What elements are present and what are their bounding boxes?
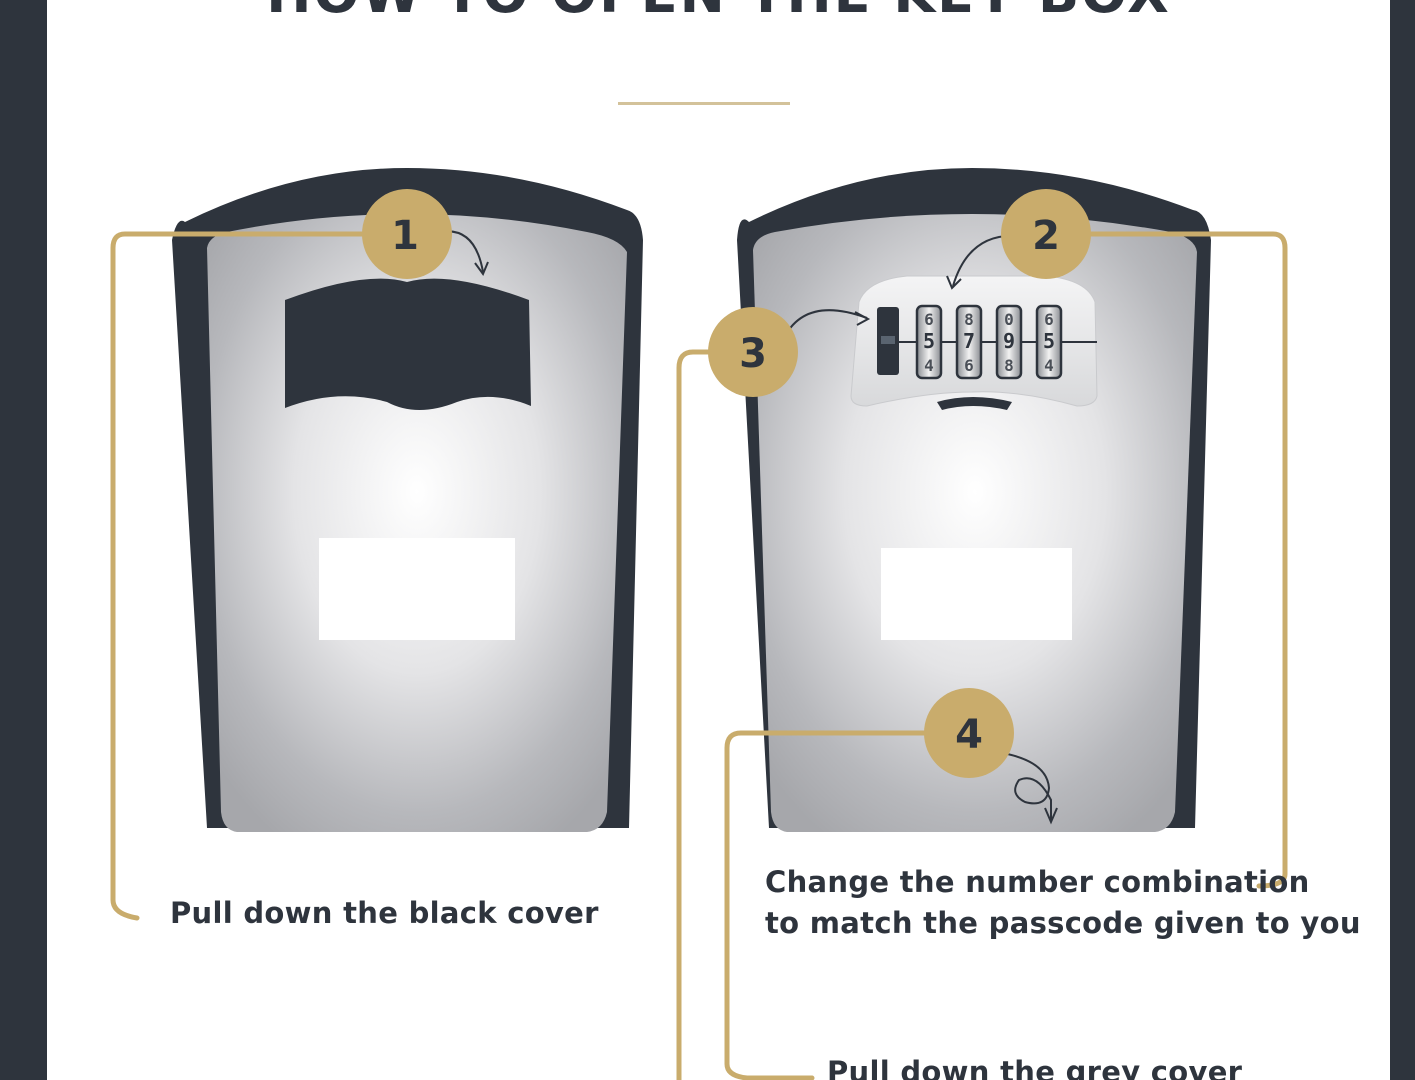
step-4-instruction: Pull down the grey cover [827, 1055, 1243, 1080]
lock-button-highlight [881, 336, 895, 344]
connector-step-3 [676, 349, 726, 1080]
step-number-1: 1 [391, 213, 419, 259]
infographic-page: HOW TO OPEN THE KEY BOX [47, 0, 1390, 1080]
label-plate-left [319, 538, 515, 640]
dial-digit: 0 [1004, 310, 1014, 329]
step-badge-3: 3 [708, 307, 798, 397]
arrow-step-4 [996, 751, 1058, 825]
dial-digit: 6 [1044, 310, 1054, 329]
step-number-4: 4 [955, 712, 983, 758]
dial-digit: 6 [924, 310, 934, 329]
connector-step-1 [110, 231, 408, 921]
label-plate-right [881, 548, 1072, 640]
dial-wheel-body [955, 304, 983, 380]
step-number-3: 3 [739, 331, 767, 377]
step-badge-2: 2 [1001, 189, 1091, 279]
dial-digit: 4 [1044, 356, 1054, 375]
step-2-instruction: Change the number combination to match t… [765, 862, 1361, 944]
keybox-left [172, 168, 643, 832]
dial-wheel-body [915, 304, 943, 380]
dial-digit: 5 [923, 329, 935, 353]
step-1-instruction: Pull down the black cover [170, 896, 599, 930]
step-number-2: 2 [1032, 213, 1060, 259]
dial-digit: 9 [1003, 329, 1015, 353]
dial-wheel-1: 65 4 [915, 304, 943, 380]
title-divider [618, 102, 790, 105]
step-badge-1: 1 [362, 189, 452, 279]
step-badge-4: 4 [924, 688, 1014, 778]
grey-cover-notch [937, 397, 1012, 410]
dial-digit: 6 [964, 356, 974, 375]
connector-step-4 [724, 730, 950, 1080]
connector-step-2 [1054, 231, 1288, 889]
dial-digit: 5 [1043, 329, 1055, 353]
dial-wheel-3: 09 8 [995, 304, 1023, 380]
dial-wheel-body [1035, 304, 1063, 380]
dial-wheel-4: 65 4 [1035, 304, 1063, 380]
page-title: HOW TO OPEN THE KEY BOX [47, 0, 1390, 25]
dial-wheel-2: 87 6 [955, 304, 983, 380]
step-2-instruction-line-2: to match the passcode given to you [765, 906, 1361, 940]
dial-digit: 4 [924, 356, 934, 375]
dial-digit: 7 [963, 329, 975, 353]
dial-wheel-body [995, 304, 1023, 380]
black-cover [285, 278, 531, 410]
dial-digit: 8 [1004, 356, 1014, 375]
dial-digit: 8 [964, 310, 974, 329]
step-2-instruction-line-1: Change the number combination [765, 865, 1310, 899]
